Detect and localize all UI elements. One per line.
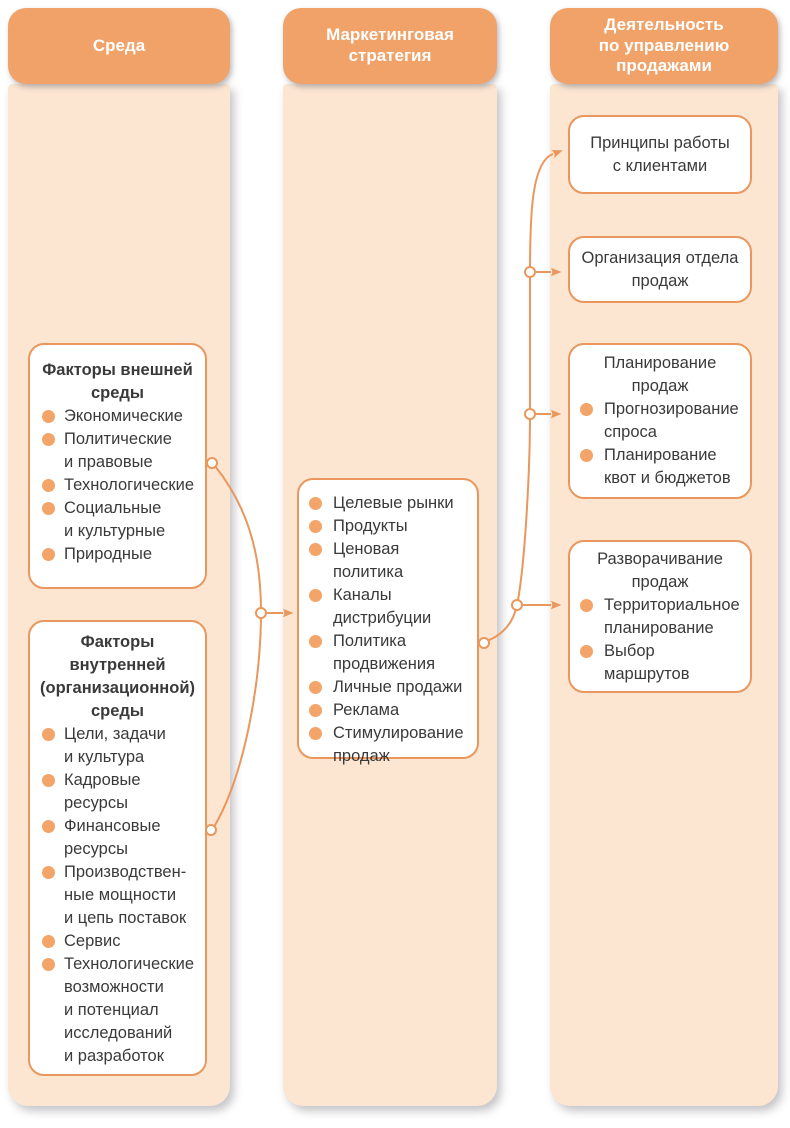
- column-header-label: Деятельность по управлению продажами: [598, 14, 730, 76]
- list-item: Технологические: [40, 474, 195, 497]
- list-item: Социальные и культурные: [40, 497, 195, 543]
- box-sales-department-organization: Организация отдела продаж: [568, 236, 752, 303]
- bullet-icon: [42, 728, 55, 741]
- bullet-icon: [309, 704, 322, 717]
- list-item: Продукты: [309, 515, 467, 538]
- list-item-label: Природные: [64, 545, 153, 563]
- bullet-icon: [42, 502, 55, 515]
- bullet-icon: [309, 589, 322, 602]
- bullet-icon: [309, 635, 322, 648]
- box-sales-planning: Планирование продаж Прогнозирование спро…: [568, 343, 752, 499]
- list-item: Территориальное планирование: [580, 594, 740, 640]
- bullet-icon: [42, 866, 55, 879]
- bullet-icon: [309, 543, 322, 556]
- list-item: Выбор маршрутов: [580, 640, 740, 686]
- box-client-principles: Принципы работы с клиентами: [568, 115, 752, 194]
- list-item: Политика продвижения: [309, 630, 467, 676]
- list-item-label: Политические и правовые: [64, 430, 172, 471]
- bullet-icon: [580, 598, 593, 612]
- list-item-label: Прогнозирование спроса: [604, 400, 739, 441]
- list-item: Личные продажи: [309, 676, 467, 699]
- list-item: Сервис: [40, 930, 195, 953]
- box-title: Принципы работы с клиентами: [590, 133, 730, 175]
- list-item-label: Целевые рынки: [333, 494, 454, 512]
- bullet-icon: [42, 774, 55, 787]
- list-item: Природные: [40, 543, 195, 566]
- list-item-label: Стимулирование продаж: [333, 724, 464, 765]
- list-item: Цели, задачи и культура: [40, 723, 195, 769]
- list-item-label: Социальные и культурные: [64, 499, 166, 540]
- list-item-label: Продукты: [333, 517, 408, 535]
- bullet-icon: [309, 727, 322, 740]
- bullet-icon: [580, 403, 593, 416]
- box-external-factors: Факторы внешней среды Экономические Поли…: [28, 343, 207, 589]
- list-item: Производствен- ные мощности и цепь поста…: [40, 861, 195, 930]
- box-title: Факторы внутренней (организационной) сре…: [40, 633, 195, 720]
- list-item-label: Цели, задачи и культура: [64, 725, 166, 766]
- bullet-icon: [42, 958, 55, 971]
- list-item-label: Личные продажи: [333, 678, 463, 696]
- list-item: Технологические возможности и потенциал …: [40, 953, 195, 1068]
- bullet-icon: [42, 479, 55, 492]
- bullet-icon: [580, 449, 593, 462]
- box-marketing-mix: Целевые рынки Продукты Ценовая политика …: [297, 478, 479, 765]
- list-item: Планирование квот и бюджетов: [580, 444, 740, 490]
- list-item-label: Территориальное планирование: [604, 595, 740, 637]
- list-item-label: Экономические: [64, 407, 183, 425]
- list-item-label: Политика продвижения: [333, 632, 436, 673]
- bullet-icon: [309, 681, 322, 694]
- list-item-label: Реклама: [333, 701, 400, 719]
- box-title: Факторы внешней среды: [42, 361, 193, 402]
- column-header-sales-management: Деятельность по управлению продажами: [550, 8, 778, 84]
- bullet-icon: [42, 548, 55, 561]
- bullet-icon: [42, 410, 55, 423]
- list-item-label: Технологические: [64, 476, 195, 494]
- bullet-icon: [309, 497, 322, 510]
- box-title: Планирование продаж: [603, 354, 717, 395]
- list-item: Политические и правовые: [40, 428, 195, 474]
- bullet-icon: [42, 433, 55, 446]
- list-item-label: Выбор маршрутов: [604, 641, 690, 683]
- node-branch-deployment: [511, 599, 523, 611]
- column-header-environment: Среда: [8, 8, 230, 84]
- node-branch-planning: [524, 408, 536, 420]
- box-title: Разворачивание продаж: [597, 549, 723, 591]
- box-title: Организация отдела продаж: [581, 248, 739, 290]
- list-item: Ценовая политика: [309, 538, 467, 584]
- bullet-icon: [42, 820, 55, 833]
- list-item: Стимулирование продаж: [309, 722, 467, 768]
- list-item-label: Планирование квот и бюджетов: [604, 446, 731, 487]
- list-item-label: Кадровые ресурсы: [64, 771, 141, 812]
- list-item: Прогнозирование спроса: [580, 398, 740, 444]
- list-item-label: Технологические возможности и потенциал …: [64, 955, 195, 1065]
- box-sales-deployment: Разворачивание продаж Территориальное пл…: [568, 540, 752, 693]
- bullet-icon: [42, 935, 55, 948]
- column-header-label: Среда: [92, 35, 146, 55]
- list-item-label: Ценовая политика: [333, 540, 404, 581]
- column-header-marketing-strategy: Маркетинговая стратегия: [283, 8, 497, 84]
- node-environment-junction: [255, 607, 267, 619]
- list-item: Кадровые ресурсы: [40, 769, 195, 815]
- list-item-label: Финансовые ресурсы: [64, 817, 161, 858]
- bullet-icon: [580, 644, 593, 658]
- bullet-icon: [309, 520, 322, 533]
- list-item: Каналы дистрибуции: [309, 584, 467, 630]
- column-header-label: Маркетинговая стратегия: [326, 25, 454, 65]
- list-item-label: Сервис: [64, 932, 121, 950]
- box-internal-factors: Факторы внутренней (организационной) сре…: [28, 620, 207, 1076]
- list-item: Целевые рынки: [309, 492, 467, 515]
- list-item: Реклама: [309, 699, 467, 722]
- list-item: Экономические: [40, 405, 195, 428]
- list-item-label: Производствен- ные мощности и цепь поста…: [64, 863, 187, 927]
- list-item: Финансовые ресурсы: [40, 815, 195, 861]
- list-item-label: Каналы дистрибуции: [333, 586, 432, 627]
- node-branch-org: [524, 266, 536, 278]
